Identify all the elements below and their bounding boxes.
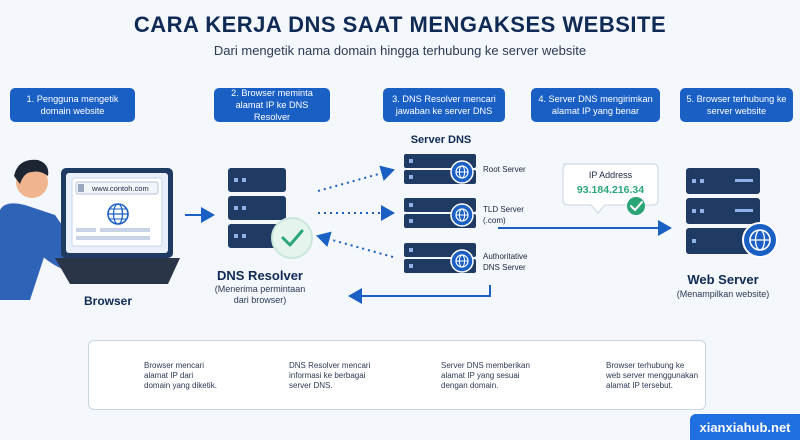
url-bar-text: www.contoh.com bbox=[92, 184, 149, 193]
root-server-icon bbox=[404, 154, 476, 184]
browser-label: Browser bbox=[83, 294, 133, 308]
step-box-1: 1. Pengguna mengetik domain website bbox=[10, 88, 135, 122]
web-server-sublabel: (Menampilkan website) bbox=[676, 289, 770, 299]
dns-resolver-sub-1: (Menerima permintaan bbox=[214, 284, 306, 294]
authoritative-server-icon bbox=[404, 243, 476, 273]
globe-icon bbox=[107, 203, 129, 225]
arrow-return-to-resolver bbox=[348, 285, 491, 304]
page-title: CARA KERJA DNS SAAT MENGAKSES WEBSITE bbox=[133, 12, 667, 37]
dns-resolver-sub-2: dari browser) bbox=[233, 295, 287, 305]
tld-server-icon bbox=[404, 198, 476, 228]
browser-window bbox=[71, 177, 163, 247]
authoritative-server-label: Authoritative bbox=[483, 252, 528, 261]
tld-server-sublabel: (.com) bbox=[483, 216, 506, 225]
server-dns-title: Server DNS bbox=[410, 134, 472, 146]
watermark-badge: xianxiahub.net bbox=[690, 414, 800, 440]
page-subtitle: Dari mengetik nama domain hingga terhubu… bbox=[213, 43, 587, 58]
dns-resolver-server-icon bbox=[228, 168, 313, 259]
arrow-from-authoritative bbox=[316, 231, 394, 258]
arrow-to-root-server bbox=[317, 165, 395, 192]
web-server-label: Web Server bbox=[687, 272, 759, 287]
step-box-4: 4. Server DNS mengirimkan alamat IP yang… bbox=[531, 88, 660, 122]
tld-server-label: TLD Server bbox=[483, 205, 524, 214]
summary-panel bbox=[88, 340, 706, 410]
authoritative-server-sublabel: DNS Server bbox=[483, 263, 526, 272]
step-box-5: 5. Browser terhubung ke server website bbox=[680, 88, 793, 122]
step-box-3: 3. DNS Resolver mencari jawaban ke serve… bbox=[383, 88, 505, 122]
dns-resolver-label: DNS Resolver bbox=[217, 268, 303, 283]
ip-address-card bbox=[562, 163, 659, 215]
web-server-icon bbox=[686, 168, 778, 258]
step-box-2: 2. Browser meminta alamat IP ke DNS Reso… bbox=[214, 88, 330, 122]
ip-address-label: IP Address bbox=[588, 170, 633, 180]
root-server-label: Root Server bbox=[483, 165, 526, 174]
ip-address-value: 93.184.216.34 bbox=[576, 184, 645, 196]
